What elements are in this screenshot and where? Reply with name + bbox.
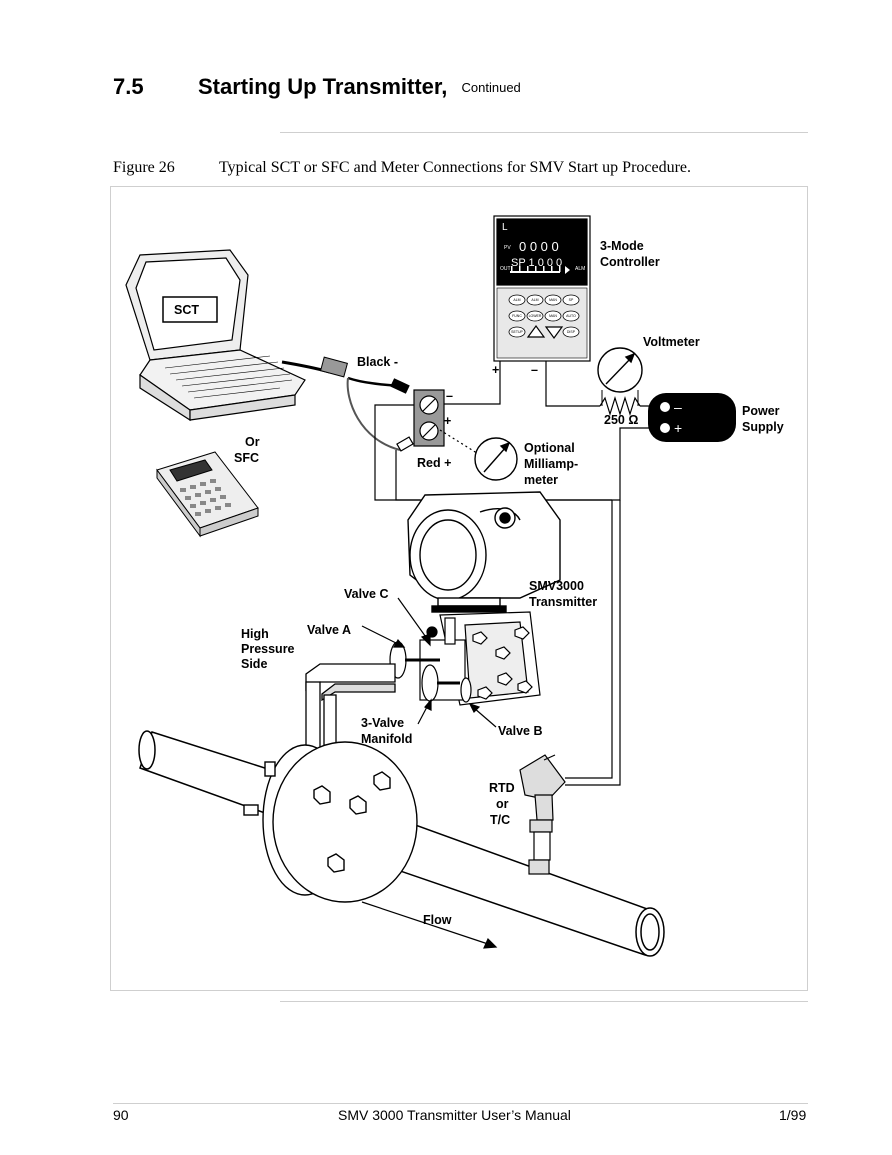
- controller-alm: ALM: [575, 266, 585, 272]
- black-lead-label: Black -: [357, 355, 398, 369]
- key-auto: AUTO: [566, 314, 576, 318]
- controller-out: OUT: [500, 266, 511, 272]
- figure-bottom-rule: [280, 1001, 808, 1002]
- flow-arrow: [361, 901, 498, 949]
- key-func: FUNC: [512, 314, 522, 318]
- controller-keys: ALM ALM MAN SP FUNC LOWER MAN AUTO SETUP…: [511, 298, 576, 334]
- or-label: Or: [245, 435, 260, 449]
- manifold-label-1: 3-Valve: [361, 716, 404, 730]
- key-man: MAN: [549, 298, 557, 302]
- footer-rule: [113, 1103, 808, 1104]
- rtd-sensor: [519, 754, 566, 875]
- revision-date: 1/99: [779, 1107, 807, 1123]
- controller-minus: –: [531, 363, 538, 377]
- section-title: Starting Up Transmitter, Continued: [198, 74, 521, 100]
- loop-wiring: [374, 361, 660, 786]
- voltmeter-label: Voltmeter: [643, 335, 700, 349]
- key-lower: LOWER: [529, 314, 542, 318]
- sfc-handheld: [156, 451, 259, 538]
- milliammeter-label-1: Optional: [524, 441, 575, 455]
- smv-label-1: SMV3000: [529, 579, 584, 593]
- figure-number: Figure 26: [113, 159, 175, 176]
- valve-b-label: Valve B: [498, 724, 542, 738]
- figure-caption: Typical SCT or SFC and Meter Connections…: [219, 159, 692, 176]
- page-number: 90: [113, 1107, 129, 1123]
- sfc-label-text: SFC: [234, 451, 259, 465]
- manifold-label-2: Manifold: [361, 732, 412, 746]
- controller-sp-value: SP 1 0 0 0: [511, 257, 562, 269]
- controller-plus: +: [492, 363, 499, 377]
- milliammeter-label-3: meter: [524, 473, 558, 487]
- power-supply: [648, 393, 736, 442]
- three-valve-manifold: [389, 617, 472, 703]
- ps-plus: +: [674, 420, 682, 436]
- continued-label: Continued: [461, 80, 521, 95]
- orifice-flange: [243, 741, 418, 903]
- rtd-label-2: or: [496, 797, 509, 811]
- power-label-1: Power: [742, 404, 780, 418]
- key-man-2: MAN: [549, 314, 557, 318]
- rtd-label-3: T/C: [490, 813, 510, 827]
- key-disp: DISP: [567, 330, 576, 334]
- red-lead-label: Red +: [417, 456, 451, 470]
- controller-pv: PV: [504, 245, 511, 251]
- smv-label-2: Transmitter: [529, 595, 597, 609]
- milliammeter-label-2: Milliamp-: [524, 457, 578, 471]
- valve-c-label: Valve C: [344, 587, 388, 601]
- controller-l: L: [502, 222, 508, 233]
- rtd-label-1: RTD: [489, 781, 515, 795]
- key-setup: SETUP: [511, 330, 523, 334]
- valve-a-label: Valve A: [307, 623, 351, 637]
- voltmeter: [597, 347, 643, 406]
- milliammeter: [474, 437, 518, 481]
- controller-pv-value: 0 0 0 0: [519, 239, 559, 254]
- three-mode-controller: [493, 215, 591, 362]
- terminal-minus: –: [446, 389, 453, 403]
- section-title-text: Starting Up Transmitter,: [198, 74, 448, 99]
- hp-label-3: Side: [241, 657, 267, 671]
- flow-label: Flow: [423, 913, 452, 927]
- ps-minus: –: [674, 399, 682, 415]
- smv3000-transmitter: [407, 491, 561, 613]
- key-alm-2: ALM: [531, 298, 538, 302]
- sct-label: SCT: [174, 303, 199, 317]
- resistor-label: 250 Ω: [604, 413, 638, 427]
- terminal-block: [390, 378, 445, 452]
- power-label-2: Supply: [742, 420, 784, 434]
- controller-label-2: Controller: [600, 255, 660, 269]
- impulse-piping: [305, 663, 396, 756]
- section-number: 7.5: [113, 74, 144, 99]
- key-sp: SP: [569, 298, 574, 302]
- key-alm-1: ALM: [513, 298, 520, 302]
- controller-label-1: 3-Mode: [600, 239, 644, 253]
- sct-cable: [281, 356, 406, 451]
- terminal-plus: +: [444, 414, 451, 428]
- figure-frame: [110, 186, 808, 991]
- hp-label-1: High: [241, 627, 269, 641]
- resistor: [599, 395, 641, 417]
- manual-title: SMV 3000 Transmitter User’s Manual: [338, 1107, 571, 1123]
- header-rule: [280, 132, 808, 133]
- valve-leaders: [361, 597, 497, 728]
- sct-laptop: [125, 249, 306, 422]
- hp-label-2: Pressure: [241, 642, 295, 656]
